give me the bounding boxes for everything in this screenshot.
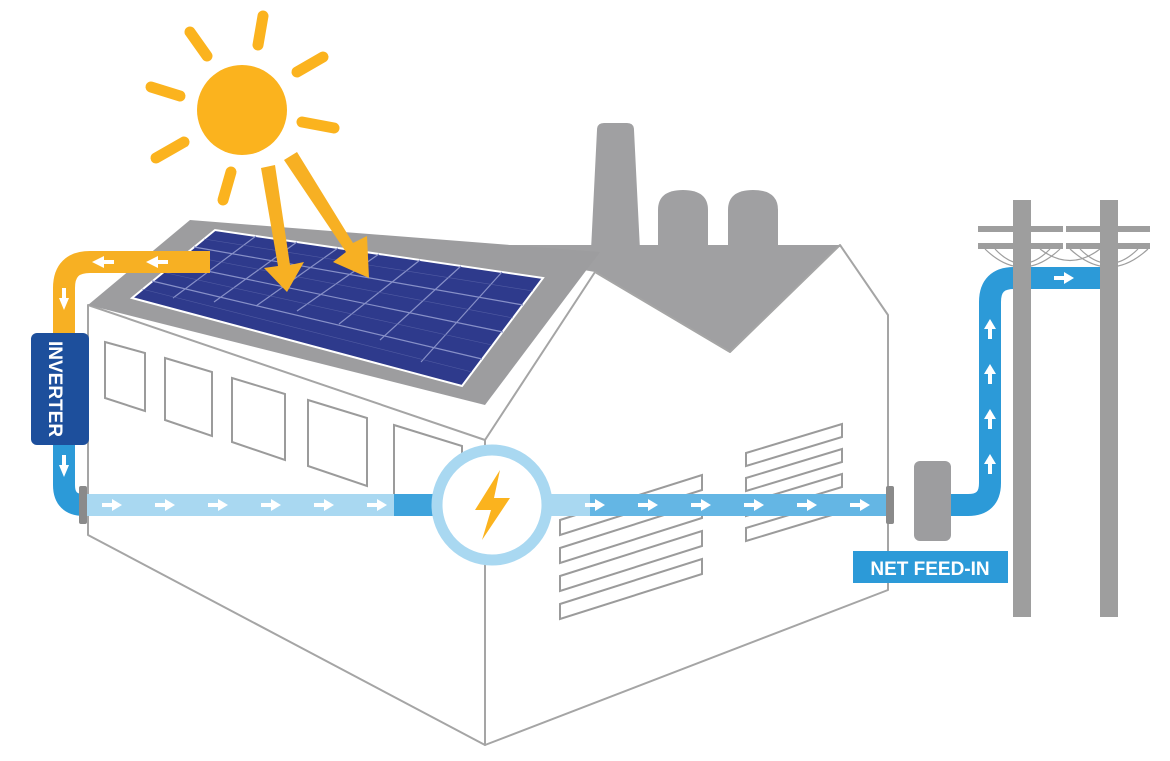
utility-pole-icon <box>978 200 1150 617</box>
sun-icon <box>145 10 340 206</box>
net-feed-in-label: NET FEED-IN <box>870 559 989 580</box>
net-feed-in-badge: NET FEED-IN <box>853 551 1008 583</box>
flow-arrows-right <box>102 499 870 511</box>
lightning-icon <box>431 444 553 566</box>
building-louvers <box>559 422 843 621</box>
sunlight-arrows <box>261 152 369 292</box>
power-lines <box>984 248 1149 268</box>
internal-power-line <box>79 486 894 524</box>
inverter-box: INVERTER <box>31 333 89 445</box>
solar-dc-flow <box>53 251 210 335</box>
grid-export-flow <box>951 267 1116 516</box>
solar-panel-icon <box>129 228 545 388</box>
meter-icon <box>914 461 951 541</box>
down-arrow-icon <box>59 455 69 477</box>
inverter-label: INVERTER <box>44 341 65 437</box>
